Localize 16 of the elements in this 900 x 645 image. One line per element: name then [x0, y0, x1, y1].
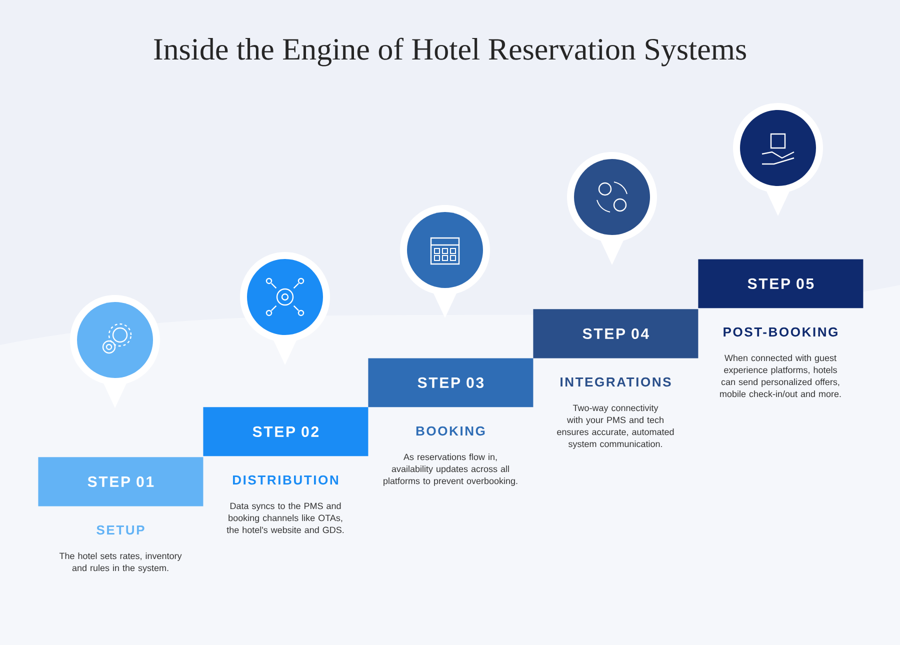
step-box: STEP 04 — [533, 309, 698, 358]
step-heading: POST-BOOKING — [724, 327, 838, 337]
step-description: Data syncs to the PMS and booking channels like OTAs, the hotel's website and GDS. — [226, 502, 344, 534]
step-description: As reservations flow in, availability updates across all platforms to prevent overbooking. — [384, 454, 518, 486]
step-heading: BOOKING — [416, 426, 485, 436]
step-box: STEP 03 — [368, 358, 534, 408]
step-description: The hotel sets rates, inventory and rules in the system. — [59, 552, 182, 573]
step-box: STEP 01 — [38, 457, 204, 506]
step-box: STEP 02 — [203, 407, 368, 456]
step-heading: SETUP — [96, 525, 144, 535]
step-description: Two-way connectivity with your PMS and tech ensures accurate, automated system communication. — [557, 404, 674, 449]
step-box: STEP 05 — [698, 259, 864, 308]
step-heading: INTEGRATIONS — [560, 377, 671, 387]
title: Inside the Engine of Hotel Reservation Systems — [154, 38, 746, 66]
step-heading: DISTRIBUTION — [233, 475, 338, 485]
step-description: When connected with guest experience platforms, hotels can send personalized offers, mobile check-in/out and more. — [720, 354, 841, 398]
